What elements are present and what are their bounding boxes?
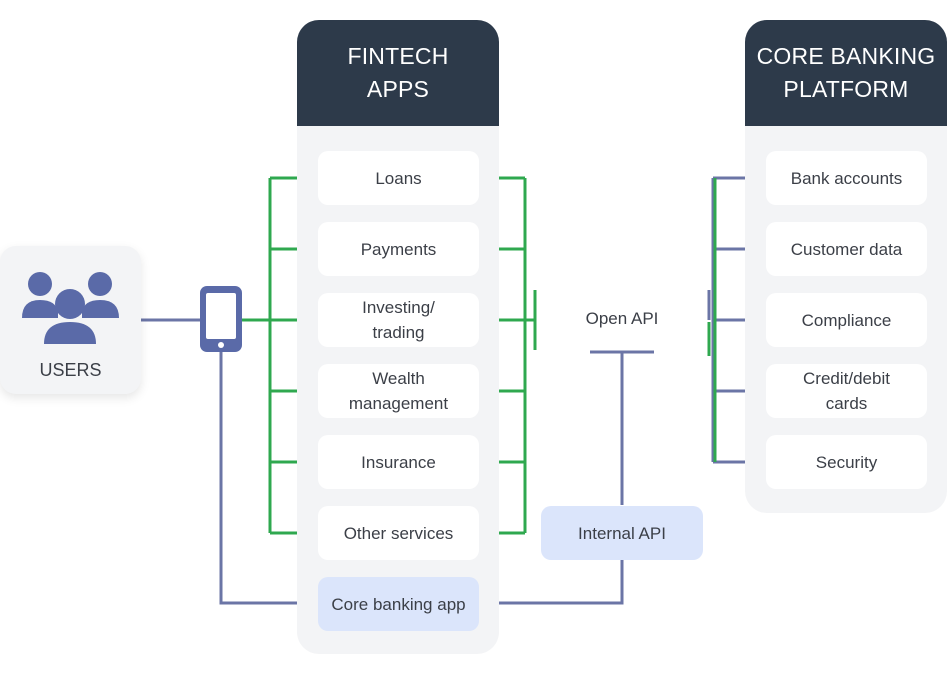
app-card-investing-trading[interactable]: Investing/ trading bbox=[318, 293, 479, 347]
platform-card-security[interactable]: Security bbox=[766, 435, 927, 489]
app-card-insurance[interactable]: Insurance bbox=[318, 435, 479, 489]
app-card-other-services[interactable]: Other services bbox=[318, 506, 479, 560]
phone-to-core-app-line bbox=[219, 350, 318, 605]
fintech-apps-title: FINTECH APPS bbox=[297, 20, 499, 126]
smartphone-icon[interactable] bbox=[197, 284, 245, 356]
app-card-loans[interactable]: Loans bbox=[318, 151, 479, 205]
internal-api-card[interactable]: Internal API bbox=[541, 506, 703, 560]
app-card-payments[interactable]: Payments bbox=[318, 222, 479, 276]
platform-card-customer-data[interactable]: Customer data bbox=[766, 222, 927, 276]
core-app-to-internal-api-line bbox=[478, 560, 624, 605]
platform-card-credit-debit-cards[interactable]: Credit/debit cards bbox=[766, 364, 927, 418]
users-label: USERS bbox=[39, 360, 102, 380]
users-box bbox=[0, 246, 141, 394]
app-card-wealth-management[interactable]: Wealth management bbox=[318, 364, 479, 418]
platform-card-compliance[interactable]: Compliance bbox=[766, 293, 927, 347]
core-banking-app-card[interactable]: Core banking app bbox=[318, 577, 479, 631]
core-banking-platform-title: CORE BANKING PLATFORM bbox=[745, 20, 947, 126]
open-api-label: Open API bbox=[585, 309, 659, 328]
users-group-icon bbox=[22, 272, 119, 344]
platform-card-bank-accounts[interactable]: Bank accounts bbox=[766, 151, 927, 205]
